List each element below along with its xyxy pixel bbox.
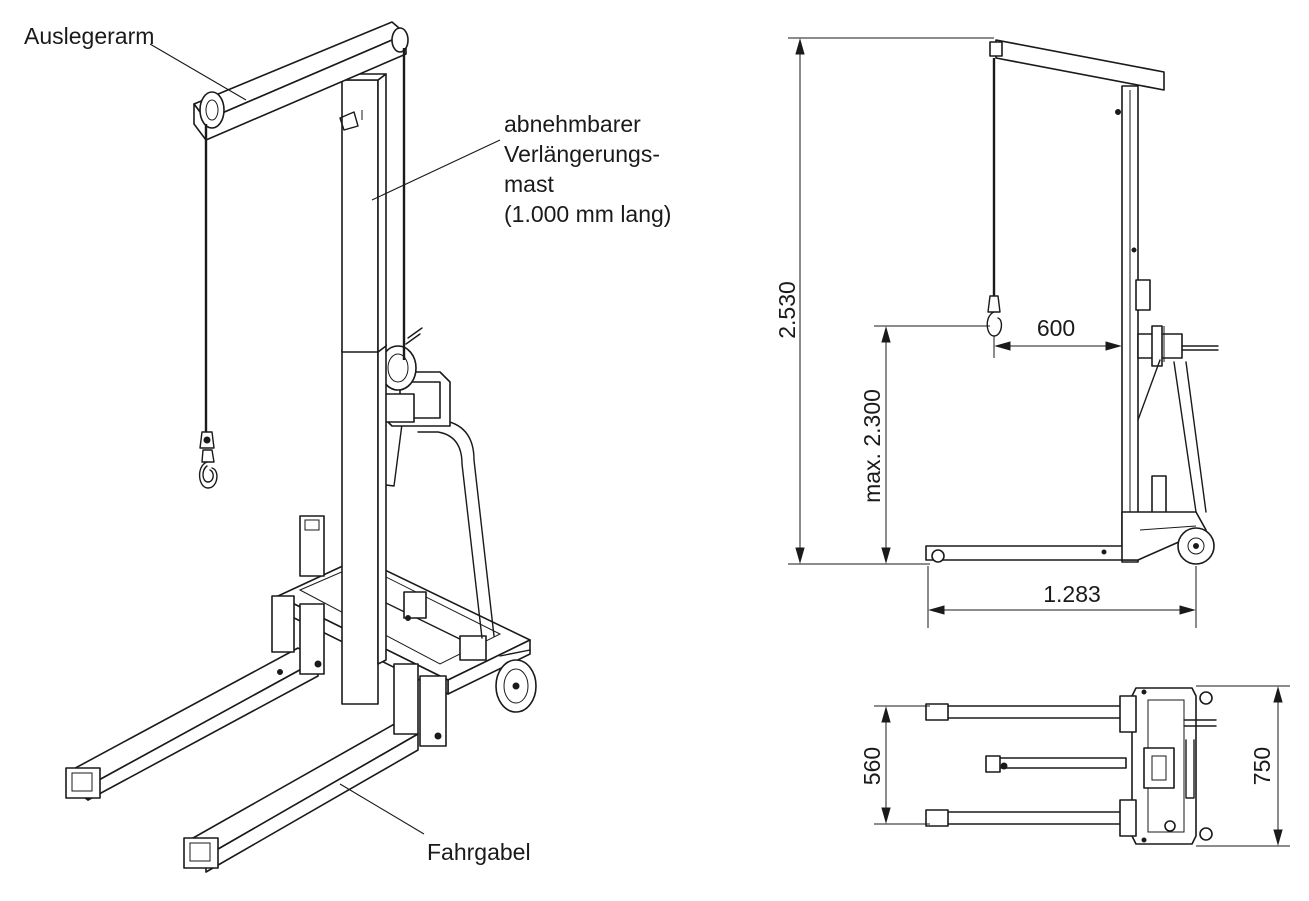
top-view-dimensions [874, 685, 1290, 847]
mast-label-line3: mast [504, 171, 554, 197]
side-view-dimensions [788, 37, 1197, 628]
dimension-max-height: max. 2.300 [859, 389, 885, 503]
fork-right [183, 721, 419, 873]
isometric-view [65, 21, 537, 873]
dimension-length: 1.283 [1043, 581, 1101, 607]
fork-leader-line [339, 783, 425, 835]
base-frame [271, 515, 531, 747]
dimension-fork-spacing: 560 [859, 747, 885, 785]
fork-label: Fahrgabel [427, 839, 531, 865]
wheel [495, 649, 537, 713]
dimension-total-height: 2.530 [774, 281, 800, 339]
top-view [925, 687, 1217, 845]
dimension-width: 750 [1249, 747, 1275, 785]
mast-label-line4: (1.000 mm lang) [504, 201, 671, 227]
rope-and-hook [198, 48, 406, 489]
boom-leader-line [149, 43, 247, 101]
mast [339, 73, 387, 705]
boom-label: Auslegerarm [24, 23, 154, 49]
boom-arm [193, 21, 409, 141]
side-view [925, 39, 1219, 565]
mast-label-line1: abnehmbarer [504, 111, 641, 137]
mast-leader-line [371, 139, 501, 201]
fork-left [65, 647, 319, 801]
winch [377, 317, 451, 427]
dimension-boom-reach: 600 [1037, 315, 1075, 341]
mast-label-line2: Verlängerungs- [504, 141, 660, 167]
